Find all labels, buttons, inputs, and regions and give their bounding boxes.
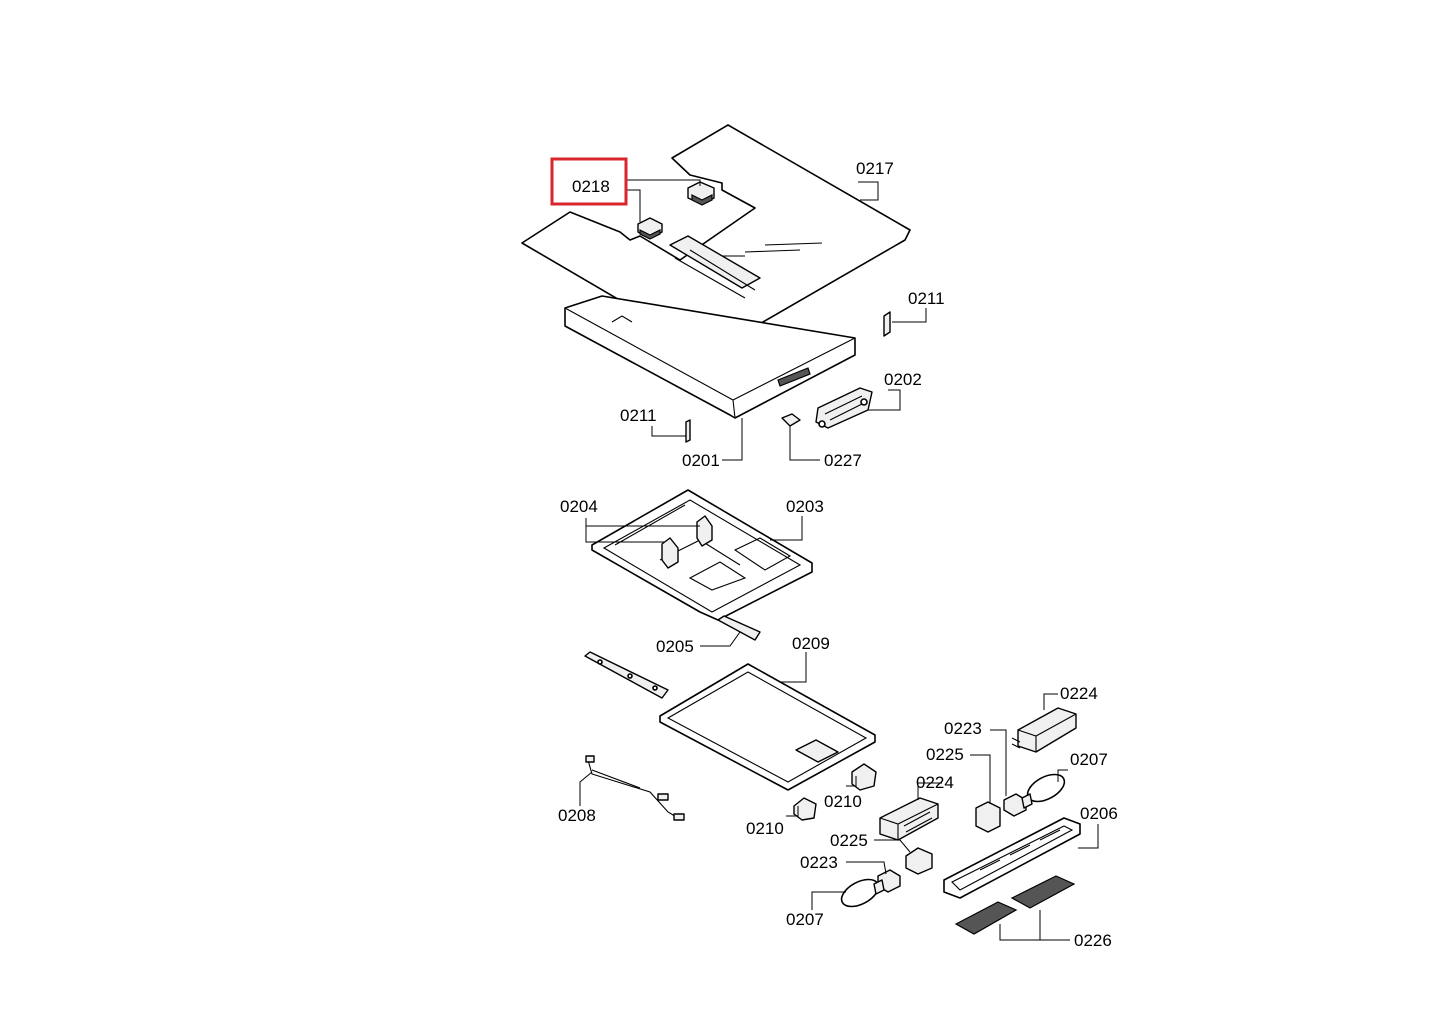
label-0225-right[interactable]: 0225 (926, 745, 964, 764)
label-0211-left[interactable]: 0211 (620, 406, 657, 425)
label-0207-right[interactable]: 0207 (1070, 750, 1108, 769)
label-0218[interactable]: 0218 (572, 177, 610, 196)
highlight-box-0218 (550, 157, 628, 206)
part-0226-filters[interactable] (954, 875, 1076, 935)
part-0217-glass-panel[interactable] (521, 124, 911, 351)
label-0205[interactable]: 0205 (656, 637, 694, 656)
part-0225-lamp-holder-right[interactable] (975, 801, 1001, 833)
label-0224-right[interactable]: 0224 (1060, 684, 1098, 703)
part-0210-clip-left[interactable] (793, 797, 817, 821)
part-0224-transformer-left[interactable] (879, 797, 939, 841)
part-0218-clips[interactable] (637, 181, 715, 240)
label-0206[interactable]: 0206 (1080, 804, 1118, 823)
label-0208[interactable]: 0208 (558, 806, 596, 825)
label-0226[interactable]: 0226 (1074, 931, 1112, 950)
part-0210-clip-right[interactable] (851, 763, 877, 791)
part-0225-lamp-holder-left[interactable] (905, 847, 933, 875)
label-0211-right[interactable]: 0211 (908, 289, 945, 308)
leader-lines (579, 179, 1099, 941)
label-0204[interactable]: 0204 (560, 497, 598, 516)
label-0217[interactable]: 0217 (856, 159, 894, 178)
part-0209-grease-filter[interactable] (659, 663, 876, 791)
label-0223-left[interactable]: 0223 (800, 853, 838, 872)
part-0207-bulb-right[interactable] (1021, 769, 1069, 809)
label-0223-right[interactable]: 0223 (944, 719, 982, 738)
label-0201[interactable]: 0201 (682, 451, 720, 470)
part-0202-connector[interactable] (815, 387, 873, 429)
label-0225-left[interactable]: 0225 (830, 831, 868, 850)
part-0227-clip[interactable] (781, 413, 801, 427)
label-0227[interactable]: 0227 (824, 451, 862, 470)
label-0210-left[interactable]: 0210 (746, 819, 784, 838)
part-0208-cable[interactable] (585, 755, 685, 821)
label-0210-right[interactable]: 0210 (824, 792, 862, 811)
label-0209[interactable]: 0209 (792, 634, 830, 653)
part-0205-rail[interactable] (584, 615, 761, 699)
part-0211-bracket-right[interactable] (883, 311, 891, 337)
part-0207-bulb-left[interactable] (837, 874, 885, 912)
part-0223-socket-right[interactable] (1003, 793, 1027, 817)
part-0204-latches[interactable] (661, 515, 713, 569)
part-0224-transformer-right[interactable] (1011, 707, 1077, 753)
label-0203[interactable]: 0203 (786, 497, 824, 516)
part-0211-bracket-left[interactable] (685, 419, 691, 443)
label-0202[interactable]: 0202 (884, 370, 922, 389)
part-0203-frame[interactable] (591, 489, 813, 621)
part-labels: 0218 0217 0211 0202 0211 0201 0227 0204 … (558, 159, 1118, 950)
label-0224-left[interactable]: 0224 (916, 773, 954, 792)
label-0207-left[interactable]: 0207 (786, 910, 824, 929)
part-0201-housing[interactable] (564, 295, 856, 419)
part-0206-lamp-cover[interactable] (943, 817, 1081, 899)
